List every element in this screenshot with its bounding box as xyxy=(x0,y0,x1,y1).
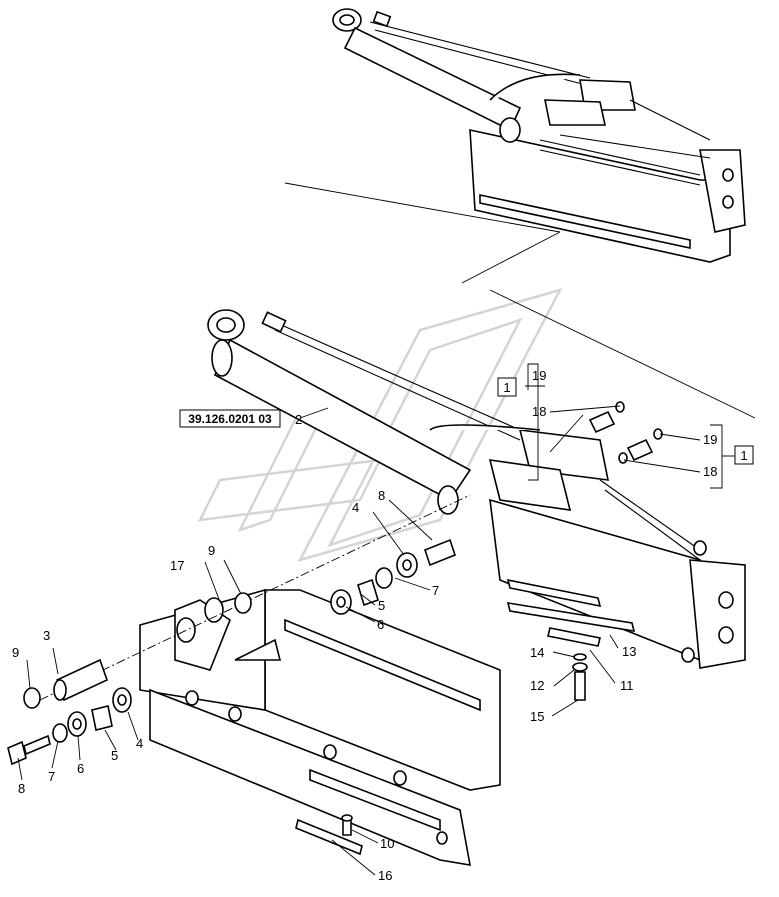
leader-lines xyxy=(17,363,735,876)
callout-19-upper: 19 xyxy=(532,368,546,383)
separator-line xyxy=(284,182,561,233)
callout-box-1-lower xyxy=(734,445,754,465)
callout-9-left: 9 xyxy=(12,645,19,660)
bushing-5-left xyxy=(91,705,113,731)
callout-2: 2 xyxy=(295,412,302,427)
callout-6-right: 6 xyxy=(377,617,384,632)
washer-7-left xyxy=(52,723,68,743)
callout-3: 3 xyxy=(43,628,50,643)
reference-box-label[interactable]: 39.126.0201 03 xyxy=(188,412,272,426)
callout-8-right: 8 xyxy=(378,488,385,503)
callout-18-upper: 18 xyxy=(532,404,546,419)
bolt-8-right xyxy=(424,538,456,567)
callout-box-1-upper xyxy=(497,377,517,397)
callout-7-right: 7 xyxy=(432,583,439,598)
callout-15: 15 xyxy=(530,709,544,724)
callout-19-lower: 19 xyxy=(703,432,717,447)
callout-12: 12 xyxy=(530,678,544,693)
callout-11: 11 xyxy=(620,678,634,693)
washer-14 xyxy=(573,653,587,661)
fitting-upper xyxy=(588,401,625,434)
callout-5-right: 5 xyxy=(378,598,385,613)
bolt-8-left xyxy=(7,740,27,766)
circlip-9-left xyxy=(23,687,41,709)
callout-10: 10 xyxy=(380,836,394,851)
callout-4-right: 4 xyxy=(352,500,359,515)
callout-1-upper: 1 xyxy=(503,380,510,395)
hydraulic-cylinder xyxy=(207,309,521,515)
callout-17: 17 xyxy=(170,558,184,573)
callout-7-left: 7 xyxy=(48,769,55,784)
fitting-lower xyxy=(618,428,663,464)
circlip-9-right xyxy=(234,592,252,614)
bolt-10 xyxy=(342,819,352,836)
support-frame-right xyxy=(489,479,746,669)
washer-12 xyxy=(572,662,588,672)
washer-7-right xyxy=(375,567,393,589)
callout-18-lower: 18 xyxy=(703,464,717,479)
callout-16: 16 xyxy=(378,868,392,883)
support-frame-lower xyxy=(139,588,501,866)
callout-14: 14 xyxy=(530,645,544,660)
callout-4-left: 4 xyxy=(136,736,143,751)
wear-strip-11 xyxy=(506,602,636,632)
assembly-overview-view xyxy=(332,8,746,263)
watermark-logo xyxy=(197,287,563,563)
callout-9-right: 9 xyxy=(208,543,215,558)
separator-line xyxy=(489,289,756,419)
callout-8-left: 8 xyxy=(18,781,25,796)
assembly-axis xyxy=(39,494,471,701)
wear-strip-16 xyxy=(295,818,363,856)
bolt-15 xyxy=(574,671,586,701)
mounting-bracket-17 xyxy=(174,597,231,671)
wear-strip-13 xyxy=(506,578,602,608)
separator-line xyxy=(461,231,561,284)
valve-block xyxy=(429,424,610,511)
callout-13: 13 xyxy=(622,644,636,659)
reference-box[interactable] xyxy=(179,409,281,428)
wear-plate xyxy=(547,627,601,647)
callout-1-lower: 1 xyxy=(740,448,747,463)
callout-6-left: 6 xyxy=(77,761,84,776)
bushing-5-right xyxy=(357,578,379,607)
callout-5-left: 5 xyxy=(111,748,118,763)
